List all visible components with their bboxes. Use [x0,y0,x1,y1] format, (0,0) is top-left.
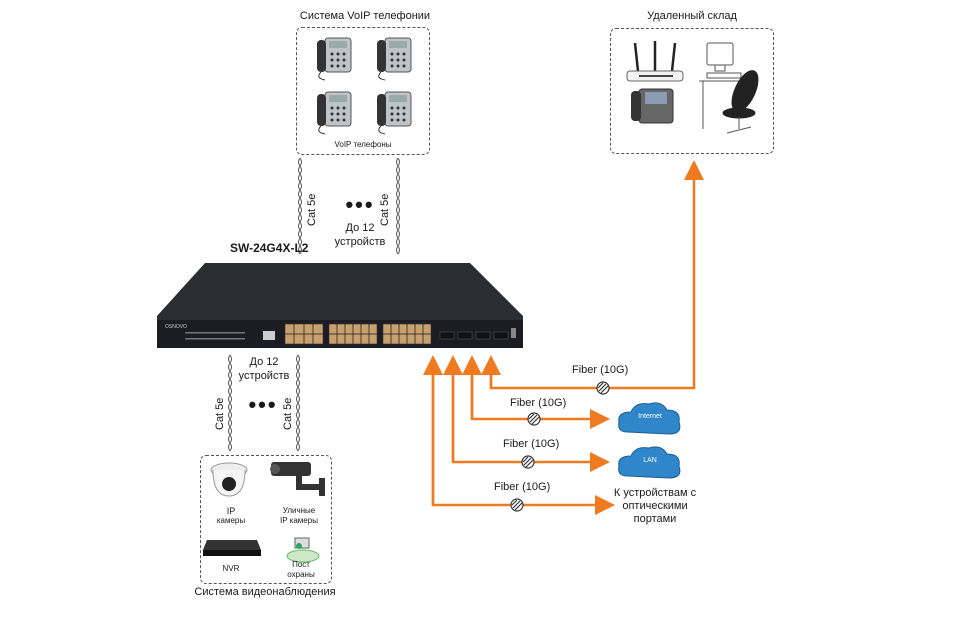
fiber-connector-icon [527,412,541,426]
ip-phone-icon [377,91,412,135]
cctv-item-nvr: NVR [222,564,240,573]
cctv-item-ip-cameras-line2: камеры [216,516,246,525]
voip-title: Система VoIP телефонии [299,10,431,22]
nvr-icon [203,540,261,556]
cctv-item-outdoor-cameras-line1: Уличные [282,506,316,515]
fiber-connector-icons [510,381,610,512]
device-count-top-line1: До 12 [345,222,375,234]
cat5e-cables [228,157,400,452]
cctv-item-ip-cameras-line1: IP [226,506,236,516]
fiber-connector-icon [521,455,535,469]
ip-phone-icon [317,37,352,81]
cctv-item-outdoor-cameras-line2: IP камеры [280,516,318,525]
fiber-connector-icon [596,381,610,395]
console-port [263,331,275,340]
cctv-box: IP камеры Уличные IP камеры NVR Пост охр… [200,455,332,584]
ip-phone-icon [377,37,412,81]
switch-top-panel [157,263,523,320]
switch-model: SW-24G4X-L2 [230,241,309,255]
lan-cloud-icon [618,446,681,479]
fiber-connector-icon [510,498,524,512]
rj45-port-grid [285,324,431,344]
cable-label-bottom-right: Cat 5e [282,397,294,430]
cable-label-bottom-left: Cat 5e [214,397,226,430]
cable-label-top-left: Cat 5e [306,193,318,226]
ip-phone-icon [631,88,674,124]
internet-cloud-icon [618,402,681,435]
ellipsis-top: ••• [345,192,375,217]
sfp-ports [439,331,509,340]
fiber-label-lan: Fiber (10G) [503,438,560,450]
device-count-bottom-line1: До 12 [249,356,279,368]
bullet-camera-icon [270,462,325,496]
switch-brand: OSNOVO [165,324,187,330]
fiber-label-remote: Fiber (10G) [572,364,629,376]
cctv-title: Система видеонаблюдения [194,586,336,598]
fiber-label-optical: Fiber (10G) [494,481,551,493]
cctv-item-guard-post-line2: охраны [287,570,315,579]
remote-title: Удаленный склад [647,10,737,22]
status-leds [185,332,245,340]
dome-camera-icon [210,462,248,497]
voip-box: VoIP телефоны [296,27,430,155]
usb-port [511,328,516,338]
remote-box [610,28,774,154]
cctv-item-guard-post-line1: Пост [292,560,310,569]
network-switch[interactable]: OSNOVO [155,258,525,358]
device-count-top-line2: устройств [334,236,386,248]
ip-phone-icon [317,91,352,135]
ellipsis-bottom: ••• [248,392,278,417]
voip-caption: VoIP телефоны [334,140,392,149]
optical-devices-line2: оптическими [622,500,688,512]
voip-phones [317,37,412,135]
internet-label: Internet [638,413,662,420]
lan-label: LAN [643,457,657,464]
device-count-bottom-line2: устройств [238,370,290,382]
fiber-label-internet: Fiber (10G) [510,397,567,409]
optical-devices-line1: К устройствам с [613,487,697,499]
security-post-icon [286,537,320,563]
router-icon [626,41,684,82]
optical-devices-line3: портами [633,513,677,525]
workstation-icon [699,42,759,134]
